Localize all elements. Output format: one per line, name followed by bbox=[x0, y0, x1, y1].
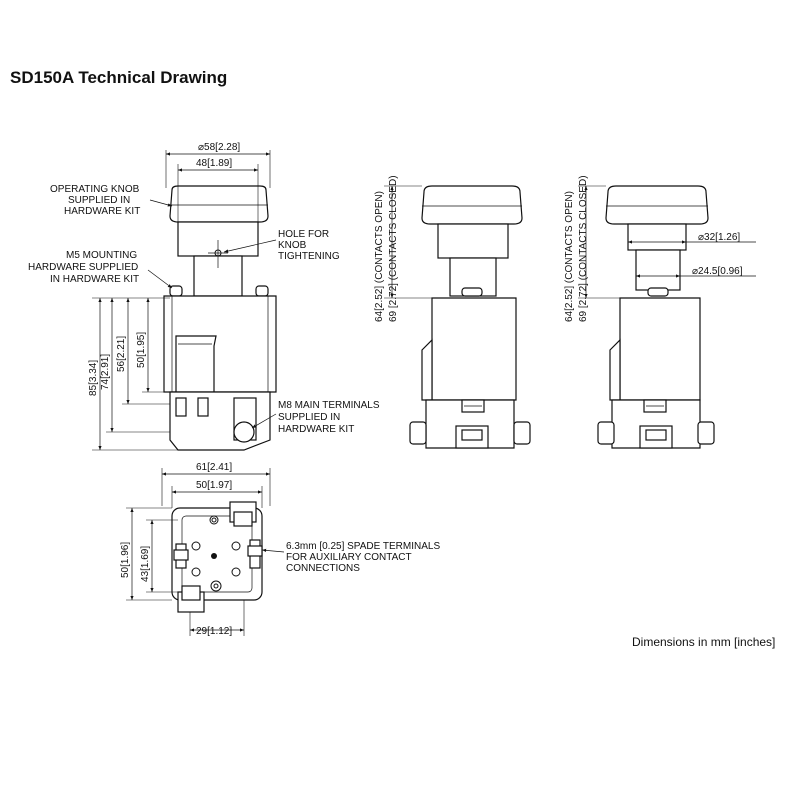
svg-text:CONNECTIONS: CONNECTIONS bbox=[286, 563, 360, 574]
side-view-closed: 64[2.52] (CONTACTS OPEN) 69 [2.72] (CONT… bbox=[564, 175, 756, 449]
svg-text:6.3mm [0.25] SPADE TERMINALS: 6.3mm [0.25] SPADE TERMINALS bbox=[286, 541, 440, 552]
svg-text:OPERATING KNOB: OPERATING KNOB bbox=[50, 184, 140, 195]
dim-h85: 85[3.34] bbox=[88, 360, 99, 396]
front-view: ⌀58[2.28] 48[1.89] 85[3.34] 74[2.91] 56[… bbox=[28, 142, 380, 451]
dim-w50: 50[1.97] bbox=[196, 480, 232, 491]
svg-text:TIGHTENING: TIGHTENING bbox=[278, 251, 340, 262]
callout-spade-terminals: 6.3mm [0.25] SPADE TERMINALS FOR AUXILIA… bbox=[261, 541, 440, 574]
dim-h50: 50[1.95] bbox=[136, 332, 147, 368]
label-contacts-closed: 69 [2.72] (CONTACTS CLOSED) bbox=[388, 175, 399, 322]
side-view-open: 64[2.52] (CONTACTS OPEN) 69 [2.72] (CONT… bbox=[374, 175, 531, 449]
dim-h74: 74[2.91] bbox=[100, 354, 111, 390]
callout-m8-terminals: M8 MAIN TERMINALS SUPPLIED IN HARDWARE K… bbox=[251, 400, 380, 435]
svg-text:FOR AUXILIARY CONTACT: FOR AUXILIARY CONTACT bbox=[286, 552, 412, 563]
label-contacts-closed-2: 69 [2.72] (CONTACTS CLOSED) bbox=[578, 175, 589, 322]
svg-text:M5 MOUNTING: M5 MOUNTING bbox=[66, 250, 137, 261]
callout-m5-hardware: M5 MOUNTING HARDWARE SUPPLIED IN HARDWAR… bbox=[28, 250, 173, 289]
dim-w29: 29[1.12] bbox=[196, 626, 232, 637]
page-title: SD150A Technical Drawing bbox=[10, 68, 228, 87]
operating-knob bbox=[169, 185, 269, 223]
label-contacts-open-2: 64[2.52] (CONTACTS OPEN) bbox=[564, 191, 575, 322]
svg-text:HARDWARE SUPPLIED: HARDWARE SUPPLIED bbox=[28, 262, 138, 273]
label-contacts-open: 64[2.52] (CONTACTS OPEN) bbox=[374, 191, 385, 322]
svg-text:HARDWARE KIT: HARDWARE KIT bbox=[64, 206, 140, 217]
dim-dia32: ⌀32[1.26] bbox=[698, 232, 740, 243]
svg-text:KNOB: KNOB bbox=[278, 240, 307, 251]
m5-screw-right bbox=[255, 285, 269, 297]
m8-terminal bbox=[233, 421, 255, 443]
dim-w61: 61[2.41] bbox=[196, 462, 232, 473]
dim-dia58: ⌀58[2.28] bbox=[198, 142, 240, 153]
dim-h43: 43[1.69] bbox=[140, 546, 151, 582]
svg-text:HOLE FOR: HOLE FOR bbox=[278, 229, 329, 240]
svg-text:IN HARDWARE KIT: IN HARDWARE KIT bbox=[50, 274, 139, 285]
dim-w48: 48[1.89] bbox=[196, 158, 232, 169]
top-view: 61[2.41] 50[1.97] 50[1.96] 43[1.69] 29[1… bbox=[120, 462, 440, 637]
dim-dia24: ⌀24.5[0.96] bbox=[692, 266, 743, 277]
units-note: Dimensions in mm [inches] bbox=[632, 635, 776, 649]
svg-text:HARDWARE KIT: HARDWARE KIT bbox=[278, 424, 354, 435]
dim-h50-top: 50[1.96] bbox=[120, 542, 131, 578]
svg-text:M8 MAIN TERMINALS: M8 MAIN TERMINALS bbox=[278, 400, 380, 411]
dim-h56: 56[2.21] bbox=[116, 336, 127, 372]
svg-text:SUPPLIED IN: SUPPLIED IN bbox=[68, 195, 130, 206]
svg-text:SUPPLIED IN: SUPPLIED IN bbox=[278, 412, 340, 423]
callout-operating-knob: OPERATING KNOB SUPPLIED IN HARDWARE KIT bbox=[50, 184, 173, 217]
callout-hole-for-knob: HOLE FOR KNOB TIGHTENING bbox=[223, 229, 340, 262]
